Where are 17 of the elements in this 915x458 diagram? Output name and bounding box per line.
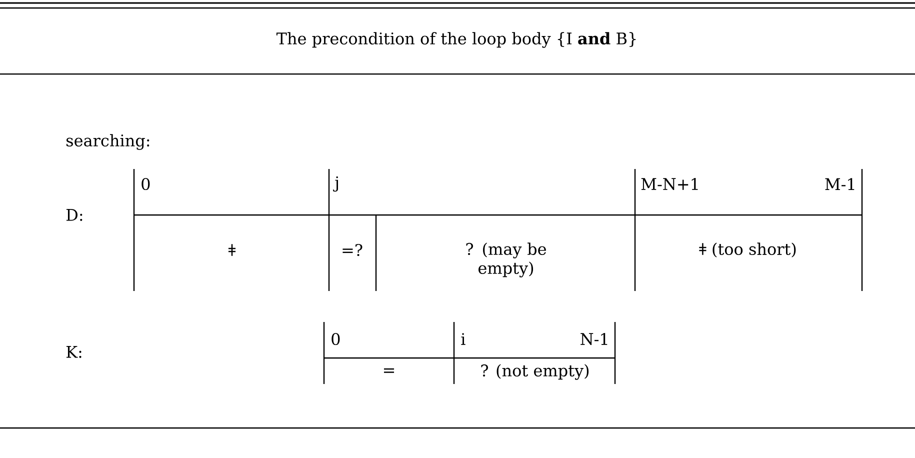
index-label: M-N+1: [641, 178, 698, 190]
cell-text: ǂ (too short): [699, 242, 796, 258]
row-label: K:: [66, 346, 82, 358]
cell-text: =?: [342, 244, 362, 256]
index-label: N-1: [580, 332, 608, 346]
cell-text: ǂ: [228, 244, 236, 256]
index-label: 0: [332, 332, 340, 346]
cell-text: ? (not empty): [481, 364, 589, 380]
index-label: M-1: [825, 178, 854, 190]
index-label: 0: [142, 178, 150, 190]
cell-text: ? (may be empty): [466, 242, 546, 278]
index-label: i: [461, 333, 466, 345]
cell-text: =: [384, 368, 394, 373]
section-label: searching:: [66, 134, 150, 150]
index-label: j: [333, 176, 338, 192]
title: The precondition of the loop body {I and B}: [276, 32, 636, 48]
row-label: D:: [66, 209, 82, 221]
